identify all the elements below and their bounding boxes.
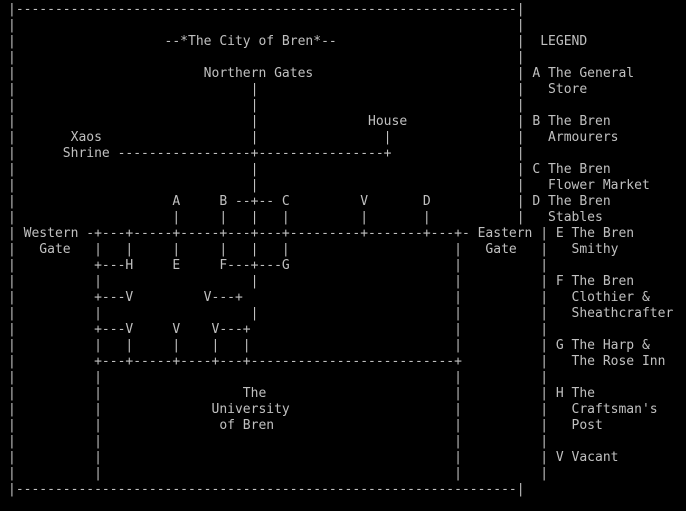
map-row: | | | | V Vacant bbox=[8, 450, 619, 465]
map-row: | | | bbox=[8, 98, 525, 113]
map-row: | | | | | F The Bren bbox=[8, 274, 635, 289]
map-row: | | | | bbox=[8, 434, 549, 449]
map-row: | Shrine -----------------+-------------… bbox=[8, 146, 525, 161]
map-row: | | The | | H The bbox=[8, 386, 595, 401]
map-row: | | | | | | | | G The Harp & bbox=[8, 338, 650, 353]
map-row: | | | | bbox=[8, 466, 549, 481]
map-row: | +---+-----+----+---+------------------… bbox=[8, 354, 666, 369]
map-row: | | bbox=[8, 18, 525, 33]
map-row: | +---V V V---+ | | bbox=[8, 322, 549, 337]
map-row: |---------------------------------------… bbox=[8, 482, 525, 497]
map-row: | Xaos | | | Armourers bbox=[8, 130, 619, 145]
map-row: | | | C The Bren bbox=[8, 162, 611, 177]
map-row: | +---V V---+ | | Clothier & bbox=[8, 290, 650, 305]
map-row: | A B --+-- C V D | D The Bren bbox=[8, 194, 611, 209]
map-row: | | | | bbox=[8, 370, 549, 385]
map-row: | Gate | | | | | | | Gate | Smithy bbox=[8, 242, 619, 257]
map-row: | | University | | Craftsman's bbox=[8, 402, 658, 417]
map-row: | +---H E F---+---G | | bbox=[8, 258, 549, 273]
map-row: | | | Flower Market bbox=[8, 178, 650, 193]
map-row: | | | | | | | | Stables bbox=[8, 210, 603, 225]
map-title-row: | --*The City of Bren*-- | LEGEND bbox=[8, 34, 588, 49]
map-row: | | bbox=[8, 50, 525, 65]
map-row: | | | | | Sheathcrafter bbox=[8, 306, 674, 321]
map-row: |---------------------------------------… bbox=[8, 2, 525, 17]
map-row: | | of Bren | | Post bbox=[8, 418, 603, 433]
map-row: | Western -+---+-----+-----+---+---+----… bbox=[8, 226, 635, 241]
map-row: | Northern Gates | A The General bbox=[8, 66, 635, 81]
map-row: | | | Store bbox=[8, 82, 588, 97]
map-row: | | House | B The Bren bbox=[8, 114, 611, 129]
